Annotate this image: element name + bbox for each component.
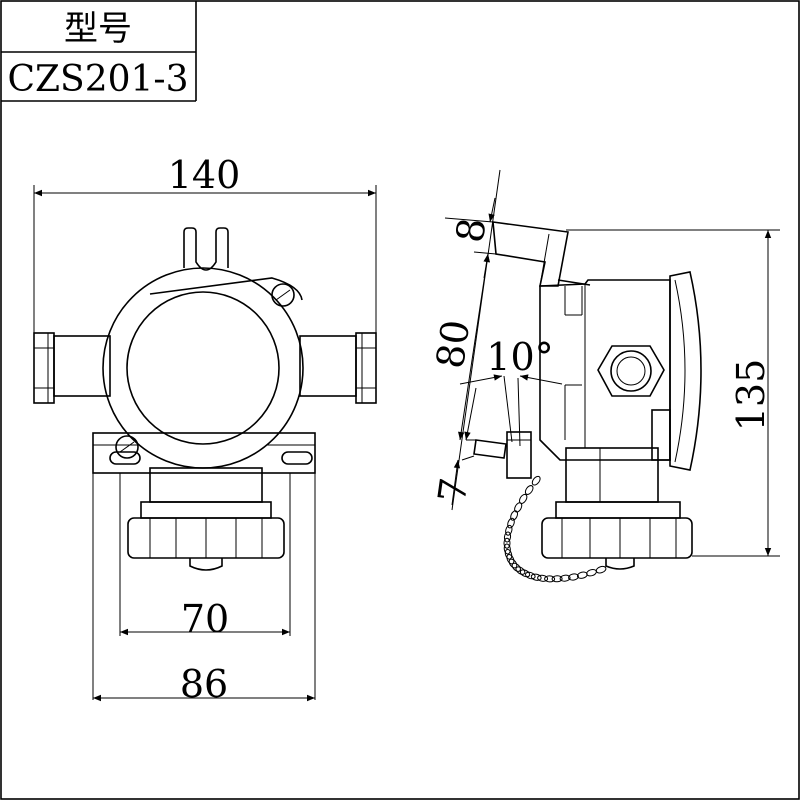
- chain-link: [519, 569, 531, 578]
- chain-link: [544, 575, 556, 583]
- retaining-chain: [503, 475, 607, 583]
- dim-80-label: 80: [428, 317, 478, 371]
- chain-link: [524, 485, 534, 495]
- chain-link: [511, 562, 521, 572]
- dim-angle-label: 10°: [486, 335, 553, 379]
- left-cable-gland: [33, 332, 111, 404]
- dim-86-label: 86: [180, 662, 228, 706]
- mounting-bracket: [92, 432, 316, 700]
- chain-link: [524, 571, 536, 580]
- model-number: CZS201-3: [7, 59, 188, 100]
- chain-link: [503, 537, 511, 549]
- body-ear: [149, 277, 303, 301]
- dim-7-label: 7: [430, 475, 477, 505]
- chain-link: [559, 574, 571, 582]
- dim-140-label: 140: [168, 153, 241, 197]
- chain-link: [505, 524, 513, 536]
- side-neck: [565, 447, 659, 503]
- housing-window: [126, 291, 280, 445]
- dimension-base-inner: 70: [120, 597, 290, 641]
- chain-link: [514, 502, 523, 513]
- dimension-overall-width: 140: [33, 153, 377, 333]
- side-bottom-nut: [541, 501, 693, 570]
- dimension-angle: 10°: [459, 335, 563, 447]
- dim-8-label: 8: [448, 215, 495, 245]
- side-view: 135 8 80 7 10°: [428, 169, 780, 583]
- chain-link: [515, 566, 526, 575]
- chain-link: [586, 568, 597, 577]
- right-cable-gland: [299, 332, 377, 404]
- cover-screw-bottom: [115, 435, 139, 459]
- tilted-cover: [492, 221, 569, 287]
- chain-link: [537, 574, 549, 582]
- front-view: 140 70 86: [33, 153, 377, 706]
- title-header: 型号: [64, 9, 132, 49]
- chain-link: [503, 531, 512, 543]
- chain-link: [568, 573, 579, 581]
- chain-link: [531, 475, 541, 486]
- title-block: 型号 CZS201-3: [1, 1, 197, 102]
- chain-link: [551, 575, 563, 583]
- dimension-base-outer: 86: [93, 662, 315, 706]
- dimension-tilted-set: 8 80 7: [428, 169, 501, 511]
- bottom-nut: [127, 501, 285, 571]
- side-gland: [473, 439, 507, 459]
- dimension-height: 135: [566, 229, 780, 557]
- chain-link: [530, 573, 542, 581]
- cover-hinge: [651, 409, 671, 461]
- chain-link: [595, 565, 607, 574]
- front-cover: [669, 271, 702, 471]
- chain-link: [503, 543, 511, 555]
- cover-screw-top: [271, 283, 295, 307]
- top-lug: [183, 227, 229, 271]
- chain-link: [510, 510, 519, 521]
- chain-link: [507, 517, 515, 529]
- dim-135-label: 135: [729, 359, 773, 432]
- dim-70-label: 70: [181, 597, 229, 641]
- side-hex-nut: [597, 345, 665, 397]
